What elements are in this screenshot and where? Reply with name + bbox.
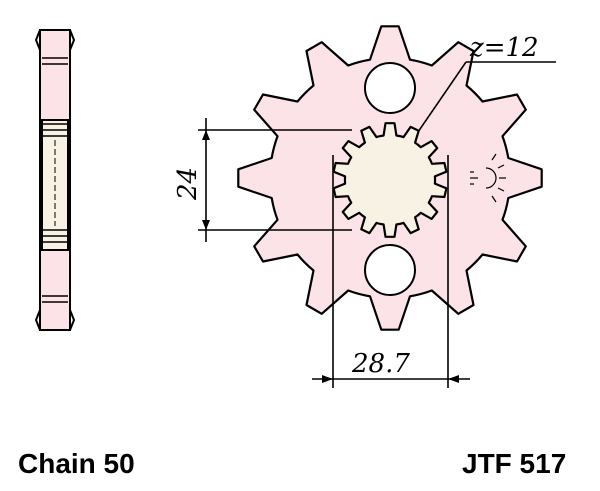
dimension-bore-height bbox=[198, 118, 352, 242]
centre-mark-icon bbox=[470, 153, 506, 203]
dim-bore-width-label: 28.7 bbox=[351, 349, 410, 379]
sprocket-front-view bbox=[237, 25, 543, 331]
mounting-hole-lower bbox=[364, 244, 416, 296]
part-number-label: JTF 517 bbox=[462, 448, 567, 479]
mounting-hole-upper bbox=[364, 62, 416, 114]
chain-size-label: Chain 50 bbox=[18, 448, 135, 479]
side-profile-hatching bbox=[42, 57, 68, 303]
tooth-count-leader bbox=[417, 61, 556, 133]
spline-bore bbox=[332, 122, 448, 238]
dimension-bore-width bbox=[312, 155, 470, 388]
tooth-count-label: z=12 bbox=[469, 33, 539, 63]
side-profile-view bbox=[34, 29, 76, 331]
dim-bore-height-label: 24 bbox=[173, 167, 203, 201]
